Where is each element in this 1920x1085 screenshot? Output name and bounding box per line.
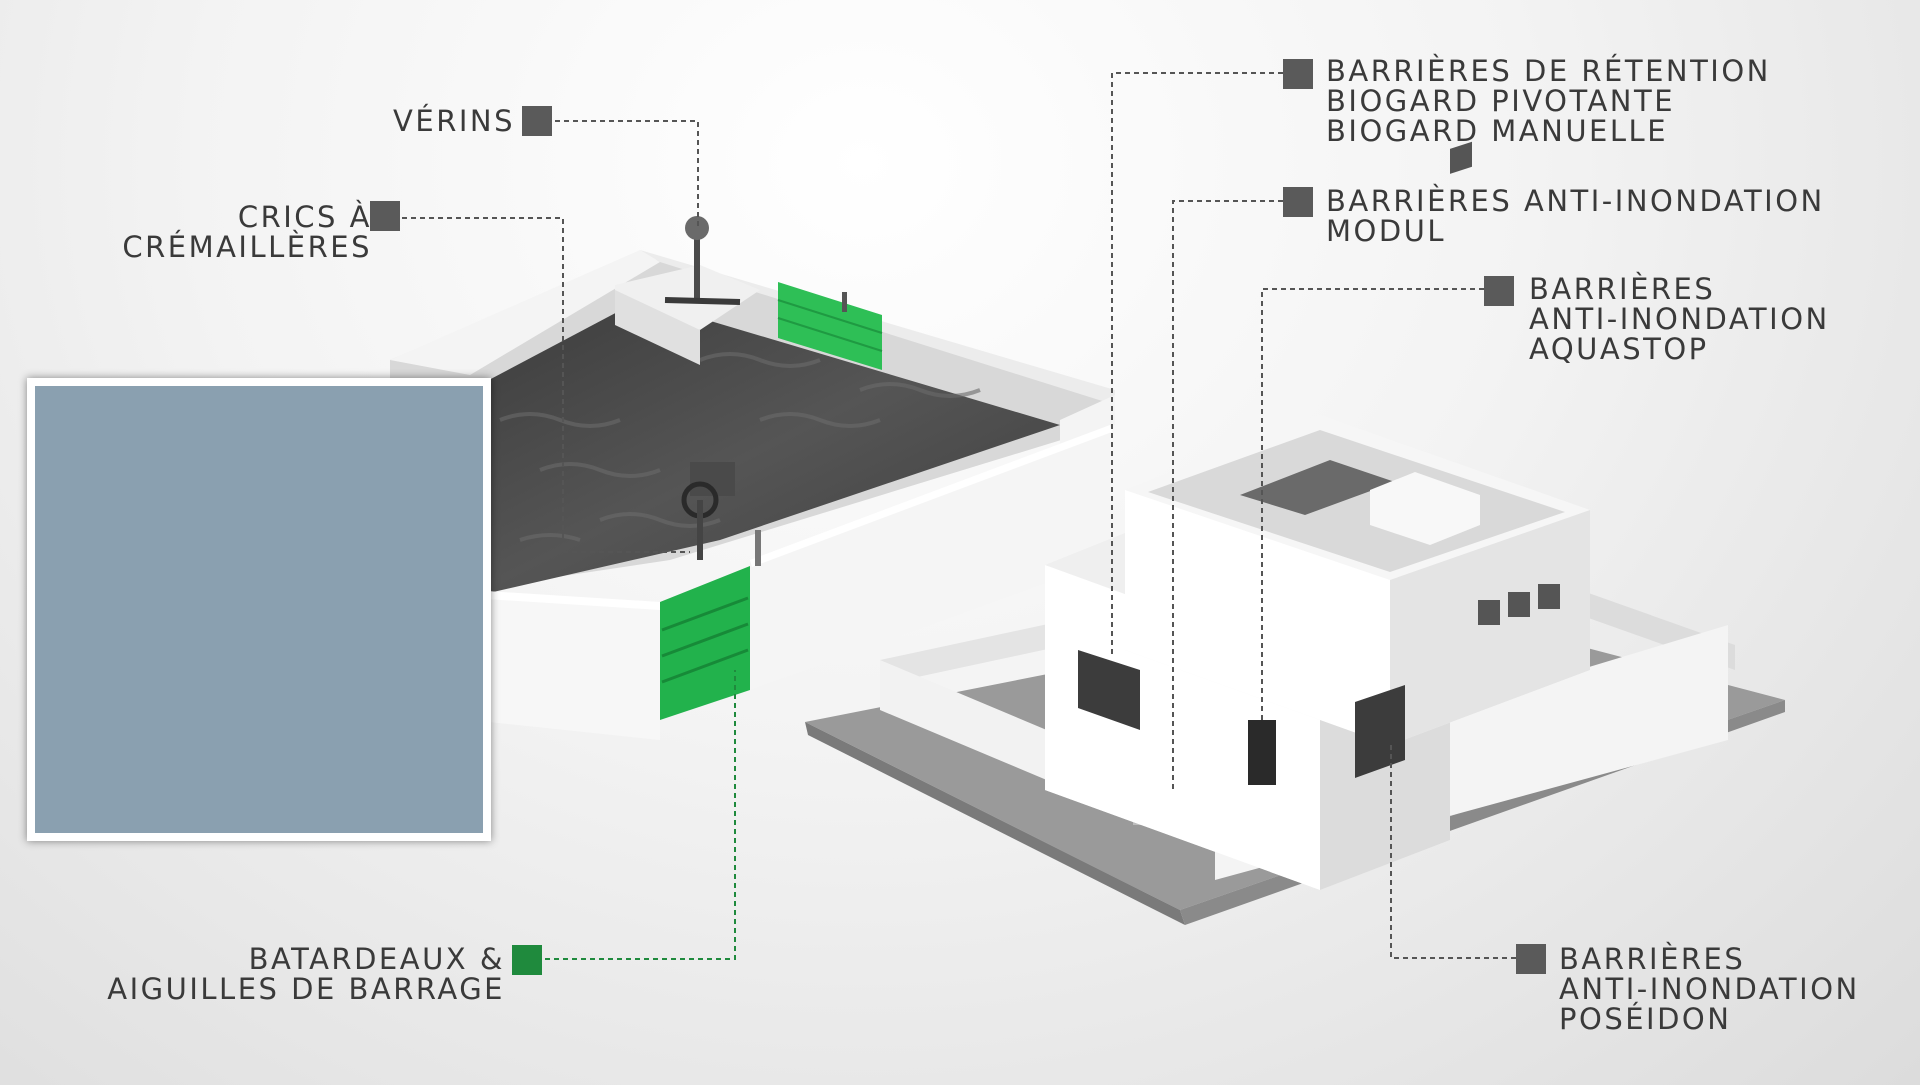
label-batardeaux: BATARDEAUX & AIGUILLES DE BARRAGE <box>107 942 505 1006</box>
marker-verins <box>522 106 552 136</box>
label-poseidon: BARRIÈRES ANTI-INONDATION POSÉIDON <box>1559 942 1860 1036</box>
leader-verins <box>555 120 699 230</box>
marker-modul <box>1283 187 1313 217</box>
leader-modul <box>1172 200 1283 790</box>
label-modul: BARRIÈRES ANTI-INONDATION MODUL <box>1326 184 1825 248</box>
building <box>805 141 1785 925</box>
flood-barrier-back <box>778 282 882 370</box>
reservoir-basin <box>390 216 1115 740</box>
marker-aquastop <box>1484 276 1514 306</box>
leader-crics <box>402 217 690 553</box>
label-aquastop: BARRIÈRES ANTI-INONDATION AQUASTOP <box>1529 272 1830 366</box>
actuator-device <box>664 216 741 305</box>
marker-retention <box>1283 59 1313 89</box>
leader-retention <box>1111 72 1283 655</box>
rack-jack-device <box>681 462 735 560</box>
site-photo-frame <box>27 378 491 841</box>
leader-batardeaux <box>545 670 736 960</box>
leader-aquastop <box>1261 288 1484 720</box>
flood-barrier-front <box>660 566 750 720</box>
marker-crics <box>370 201 400 231</box>
marker-batardeaux <box>512 945 542 975</box>
water-surface <box>470 300 1060 595</box>
label-crics: CRICS À CRÉMAILLÈRES <box>122 200 372 264</box>
leader-lines <box>402 72 1516 960</box>
marker-poseidon <box>1516 944 1546 974</box>
label-retention: BARRIÈRES DE RÉTENTION BIOGARD PIVOTANTE… <box>1326 54 1771 148</box>
label-verins: VÉRINS <box>393 104 515 138</box>
